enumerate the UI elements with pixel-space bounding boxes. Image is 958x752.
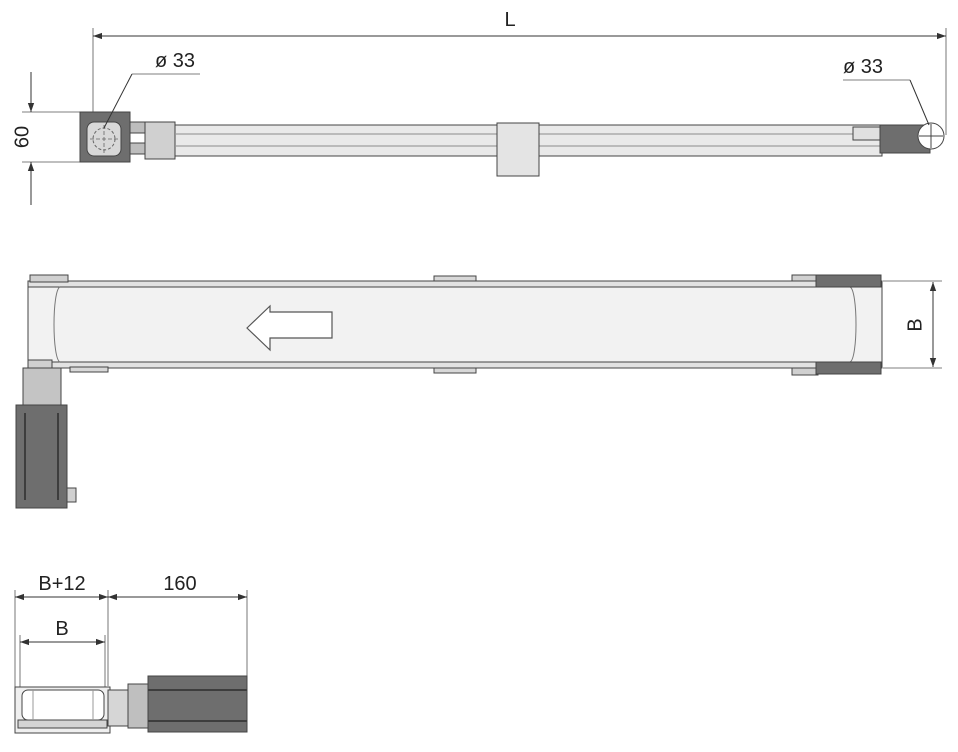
clamp-right-bottom <box>791 367 819 376</box>
height-label: 60 <box>11 126 33 148</box>
motor-length-label: 160 <box>163 573 196 595</box>
diameter-left-leader <box>103 73 133 129</box>
motor-flange-plate <box>27 359 53 369</box>
end-frame-base <box>17 719 108 729</box>
diameter-left-label: ø 33 <box>155 50 195 72</box>
length-label: L <box>504 9 515 31</box>
end-motor-gearbox <box>127 683 149 729</box>
diameter-right-leader <box>909 79 930 126</box>
drive-bolt-bottom <box>129 142 146 155</box>
drive-bolt-top <box>129 121 146 134</box>
arrow-left-icon <box>246 304 333 352</box>
side-view: L 60 ø 33 ø 33 <box>11 9 947 205</box>
side-support-bracket <box>496 122 540 177</box>
clamp-left-bottom <box>69 366 109 373</box>
belt-right-curve <box>849 286 857 363</box>
end-motor-body <box>147 675 248 733</box>
motor-body <box>15 404 68 509</box>
end-motor-coupling <box>107 689 129 727</box>
end-view: B+12 160 B <box>14 573 248 734</box>
motor-gearbox <box>22 367 62 406</box>
clamp-mid-bottom <box>433 367 477 374</box>
top-view: B <box>15 274 942 509</box>
clamp-left-top <box>29 274 69 283</box>
tail-cap-top <box>815 274 882 288</box>
width-inner-label: B <box>55 618 68 640</box>
diameter-right-label: ø 33 <box>843 56 883 78</box>
end-roller <box>21 689 105 721</box>
motor-connector <box>66 487 77 503</box>
conveyor-belt <box>27 286 883 363</box>
width-total-label: B+12 <box>38 573 85 595</box>
drive-flange <box>144 121 176 160</box>
clamp-mid-top <box>433 275 477 282</box>
clamp-right-top <box>791 274 819 282</box>
tail-cap-bottom <box>815 361 882 375</box>
width-label: B <box>904 318 926 331</box>
tail-tensioner <box>852 126 884 141</box>
belt-left-curve <box>53 286 61 363</box>
